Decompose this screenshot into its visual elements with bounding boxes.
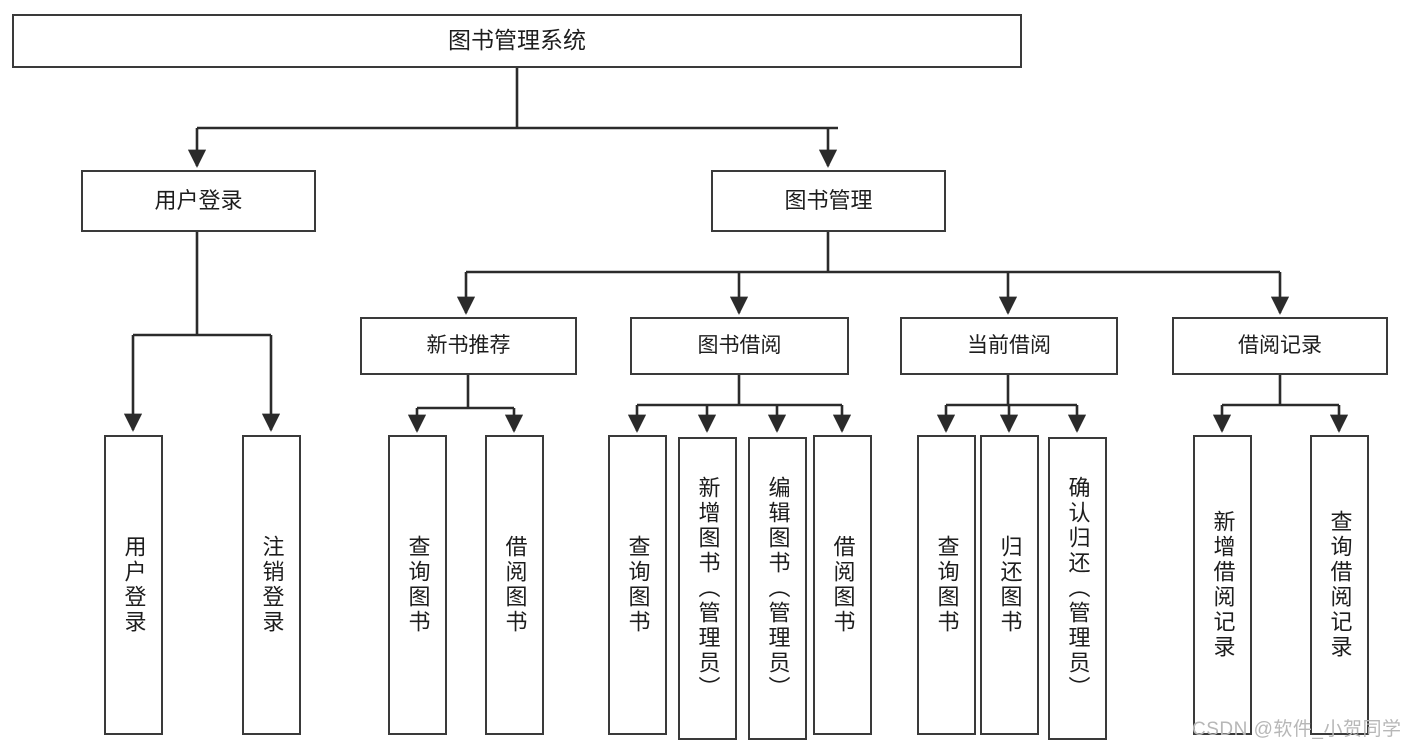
node-label: 编辑图书（管理员） xyxy=(765,476,791,701)
node-leaf-query-book-3[interactable]: 查询图书 xyxy=(917,435,976,735)
node-label: 借阅图书 xyxy=(502,535,528,635)
node-borrow-record[interactable]: 借阅记录 xyxy=(1172,317,1388,375)
node-label: 查询图书 xyxy=(934,535,960,635)
node-label: 图书借阅 xyxy=(697,333,782,357)
node-current-borrow[interactable]: 当前借阅 xyxy=(900,317,1118,375)
node-label: 归还图书 xyxy=(997,535,1023,635)
node-leaf-add-record[interactable]: 新增借阅记录 xyxy=(1193,435,1252,735)
node-leaf-logout[interactable]: 注销登录 xyxy=(242,435,301,735)
node-root-system[interactable]: 图书管理系统 xyxy=(12,14,1022,68)
node-leaf-query-record[interactable]: 查询借阅记录 xyxy=(1310,435,1369,735)
node-new-book-recommend[interactable]: 新书推荐 xyxy=(360,317,577,375)
node-leaf-user-login[interactable]: 用户登录 xyxy=(104,435,163,735)
node-label: 用户登录 xyxy=(154,188,243,214)
node-label: 当前借阅 xyxy=(967,333,1051,357)
node-label: 新书推荐 xyxy=(426,333,511,357)
node-label: 查询图书 xyxy=(625,535,651,635)
node-label: 查询图书 xyxy=(405,535,431,635)
node-label: 新增图书（管理员） xyxy=(695,476,721,701)
node-leaf-query-book-2[interactable]: 查询图书 xyxy=(608,435,667,735)
node-book-management[interactable]: 图书管理 xyxy=(711,170,946,232)
node-leaf-query-book-1[interactable]: 查询图书 xyxy=(388,435,447,735)
node-leaf-borrow-book-2[interactable]: 借阅图书 xyxy=(813,435,872,735)
node-leaf-borrow-book-1[interactable]: 借阅图书 xyxy=(485,435,544,735)
node-label: 确认归还（管理员） xyxy=(1065,476,1091,701)
node-leaf-return-book[interactable]: 归还图书 xyxy=(980,435,1039,735)
node-leaf-confirm-return[interactable]: 确认归还（管理员） xyxy=(1048,437,1107,740)
node-label: 借阅记录 xyxy=(1238,333,1322,357)
watermark: CSDN @软件_小贺同学 xyxy=(1192,719,1402,740)
node-label: 用户登录 xyxy=(121,535,147,635)
node-label: 新增借阅记录 xyxy=(1210,510,1236,660)
node-leaf-add-book[interactable]: 新增图书（管理员） xyxy=(678,437,737,740)
node-label: 注销登录 xyxy=(259,535,285,635)
node-label: 借阅图书 xyxy=(830,535,856,635)
node-book-borrow[interactable]: 图书借阅 xyxy=(630,317,849,375)
node-label: 查询借阅记录 xyxy=(1327,510,1353,660)
node-user-login[interactable]: 用户登录 xyxy=(81,170,316,232)
node-label: 图书管理 xyxy=(784,188,873,214)
node-leaf-edit-book[interactable]: 编辑图书（管理员） xyxy=(748,437,807,740)
node-label: 图书管理系统 xyxy=(448,27,586,54)
